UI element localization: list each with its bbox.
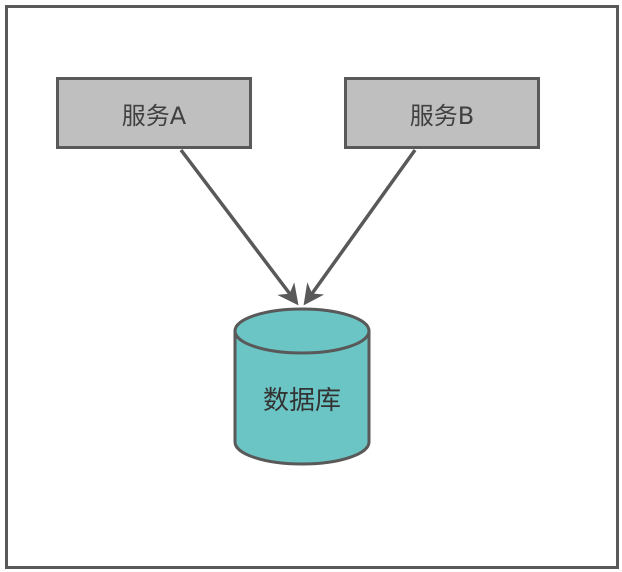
diagram-frame xyxy=(5,5,619,569)
service-b-node[interactable]: 服务B xyxy=(344,77,540,149)
arrow-service-a-to-database xyxy=(179,148,299,306)
database-top xyxy=(233,307,371,355)
service-a-label: 服务A xyxy=(121,101,187,130)
database-label: 数据库 xyxy=(262,386,341,416)
service-b-label: 服务B xyxy=(409,101,475,130)
database-body xyxy=(233,329,371,466)
database-cylinder[interactable] xyxy=(233,307,371,466)
arrow-service-b-to-database xyxy=(303,148,417,306)
service-a-node[interactable]: 服务A xyxy=(56,77,252,149)
